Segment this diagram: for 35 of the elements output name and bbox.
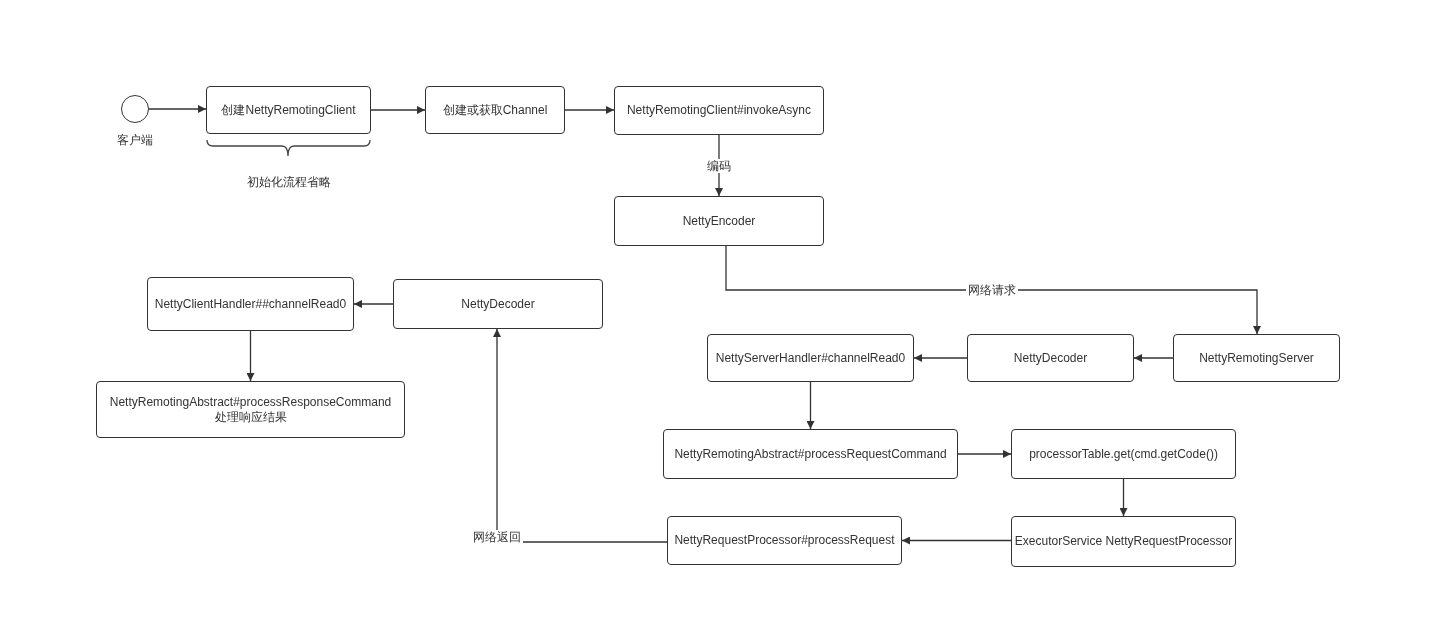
process-box: NettyRemotingServer (1173, 334, 1340, 382)
process-box: ExecutorService NettyRequestProcessor (1011, 516, 1236, 567)
arrow (493, 328, 668, 543)
arrow (246, 330, 255, 382)
edge-label: 编码 (705, 159, 733, 173)
arrow (901, 536, 1012, 545)
arrow (806, 381, 815, 430)
arrow (353, 300, 394, 308)
process-box: NettyRequestProcessor#processRequest (667, 516, 902, 565)
box-text: 处理响应结果 (214, 409, 287, 425)
process-box: 创建NettyRemotingClient (206, 86, 371, 134)
arrow (1119, 478, 1128, 517)
process-box: NettyRemotingAbstract#processRequestCommand (663, 429, 958, 479)
process-box: NettyClientHandler##channelRead0 (147, 277, 354, 331)
arrow (725, 245, 1261, 335)
process-box: 创建或获取Channel (425, 86, 565, 134)
arrow (957, 450, 1012, 458)
circle-node (121, 95, 149, 123)
process-box: NettyEncoder (614, 196, 824, 246)
process-box: NettyDecoder (967, 334, 1134, 382)
arrow (913, 354, 968, 362)
note-text: 初始化流程省略 (245, 175, 333, 189)
process-box: NettyRemotingClient#invokeAsync (614, 86, 824, 135)
arrow (1133, 354, 1174, 362)
box-text: NettyRemotingAbstract#processResponseCommand (109, 394, 392, 410)
arrow (148, 105, 207, 113)
edge-label: 网络请求 (966, 283, 1018, 297)
edge-label: 网络返回 (471, 530, 523, 544)
process-box (96, 381, 405, 438)
process-box: NettyServerHandler#channelRead0 (707, 334, 914, 382)
node-caption: 客户端 (115, 133, 155, 147)
arrow (564, 106, 615, 114)
arrow (370, 106, 426, 114)
process-box: NettyDecoder (393, 279, 603, 329)
process-box: processorTable.get(cmd.getCode()) (1011, 429, 1236, 479)
